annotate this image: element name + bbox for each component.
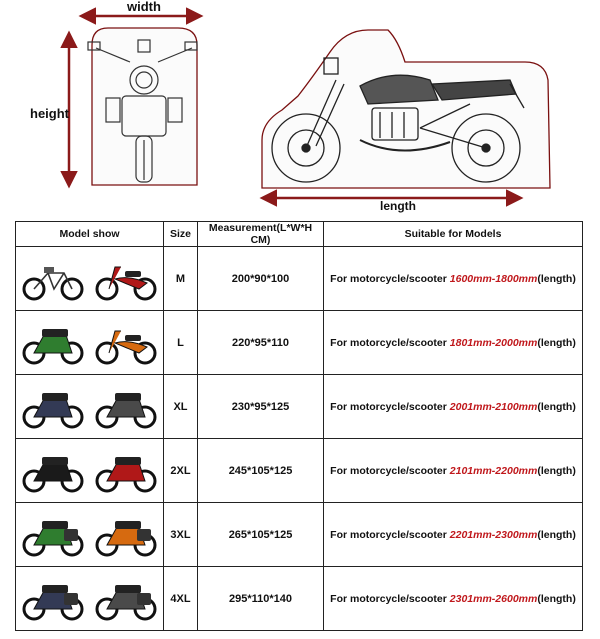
fit-suffix: (length) xyxy=(537,464,576,477)
width-label: width xyxy=(127,0,161,14)
sportbike-icon xyxy=(22,392,84,428)
touring-bike-icon xyxy=(95,584,157,620)
front-motorcycle-icon xyxy=(87,39,198,183)
fit-description: For motorcycle/scooter 2201mm-2300mm(len… xyxy=(330,529,576,541)
vehicle-images xyxy=(16,439,163,502)
scooter-icon xyxy=(95,330,157,364)
scooter-icon xyxy=(95,266,157,300)
fit-prefix: For motorcycle/scooter xyxy=(330,336,450,349)
header-model-show: Model show xyxy=(15,221,164,247)
size-cell: 3XL xyxy=(163,502,198,567)
measurement-cell: 295*110*140 xyxy=(197,566,324,631)
measurement-cell: 230*95*125 xyxy=(197,374,324,439)
dimension-diagram: width height length xyxy=(0,0,600,220)
suitable-models-cell: For motorcycle/scooter 2301mm-2600mm(len… xyxy=(323,566,583,631)
fit-suffix: (length) xyxy=(537,528,576,541)
length-range: 2101mm-2200mm xyxy=(449,464,538,477)
table-row: L 220*95*110 For motorcycle/scooter 1801… xyxy=(15,310,583,375)
height-label: height xyxy=(30,106,69,121)
fit-description: For motorcycle/scooter 2101mm-2200mm(len… xyxy=(330,465,576,477)
length-range: 2301mm-2600mm xyxy=(449,592,538,605)
fit-prefix: For motorcycle/scooter xyxy=(330,592,450,605)
fit-description: For motorcycle/scooter 2301mm-2600mm(len… xyxy=(330,593,576,605)
dirtbike-icon xyxy=(22,456,84,492)
size-cell: L xyxy=(163,310,198,375)
fit-prefix: For motorcycle/scooter xyxy=(330,464,450,477)
table-header-row: Model show Size Measurement(L*W*H CM) Su… xyxy=(15,221,583,247)
fit-prefix: For motorcycle/scooter xyxy=(330,272,450,285)
sportbike-icon xyxy=(95,392,157,428)
fit-suffix: (length) xyxy=(537,400,576,413)
vehicle-images xyxy=(16,503,163,566)
touring-bike-icon xyxy=(95,520,157,556)
fit-prefix: For motorcycle/scooter xyxy=(330,400,450,413)
length-range: 2201mm-2300mm xyxy=(449,528,538,541)
motorcycle-icon xyxy=(95,456,157,492)
touring-bike-icon xyxy=(22,520,84,556)
front-cover-outline xyxy=(91,27,198,186)
table-body: M 200*90*100 For motorcycle/scooter 1600… xyxy=(15,246,583,631)
suitable-models-cell: For motorcycle/scooter 1600mm-1800mm(len… xyxy=(323,246,583,311)
size-table: Model show Size Measurement(L*W*H CM) Su… xyxy=(15,221,583,631)
header-suitable-models: Suitable for Models xyxy=(323,221,583,247)
length-label: length xyxy=(380,199,416,213)
bicycle-icon xyxy=(22,266,84,300)
size-cell: XL xyxy=(163,374,198,439)
model-show-cell xyxy=(15,502,164,567)
vehicle-images xyxy=(16,311,163,374)
fit-description: For motorcycle/scooter 1801mm-2000mm(len… xyxy=(330,337,576,349)
table-row: 3XL 265*105*125 For motorcycle/scooter 2… xyxy=(15,502,583,567)
table-row: XL 230*95*125 For motorcycle/scooter 200… xyxy=(15,374,583,439)
side-motorcycle-icon xyxy=(271,57,525,183)
table-row: 4XL 295*110*140 For motorcycle/scooter 2… xyxy=(15,566,583,631)
cruiser-icon xyxy=(22,584,84,620)
measurement-cell: 220*95*110 xyxy=(197,310,324,375)
model-show-cell xyxy=(15,246,164,311)
header-size: Size xyxy=(163,221,198,247)
dimension-diagram-svg xyxy=(60,7,551,207)
fit-suffix: (length) xyxy=(537,336,576,349)
length-range: 2001mm-2100mm xyxy=(449,400,538,413)
vehicle-images xyxy=(16,375,163,438)
vehicle-images xyxy=(16,567,163,630)
fit-prefix: For motorcycle/scooter xyxy=(330,528,450,541)
model-show-cell xyxy=(15,310,164,375)
measurement-cell: 245*105*125 xyxy=(197,438,324,503)
fit-description: For motorcycle/scooter 1600mm-1800mm(len… xyxy=(330,273,576,285)
fit-suffix: (length) xyxy=(537,592,576,605)
fit-description: For motorcycle/scooter 2001mm-2100mm(len… xyxy=(330,401,576,413)
size-cell: 4XL xyxy=(163,566,198,631)
length-range: 1600mm-1800mm xyxy=(449,272,538,285)
size-cell: 2XL xyxy=(163,438,198,503)
model-show-cell xyxy=(15,374,164,439)
measurement-cell: 265*105*125 xyxy=(197,502,324,567)
table-row: 2XL 245*105*125 For motorcycle/scooter 2… xyxy=(15,438,583,503)
suitable-models-cell: For motorcycle/scooter 1801mm-2000mm(len… xyxy=(323,310,583,375)
table-row: M 200*90*100 For motorcycle/scooter 1600… xyxy=(15,246,583,311)
header-measurement: Measurement(L*W*H CM) xyxy=(197,221,324,247)
suitable-models-cell: For motorcycle/scooter 2201mm-2300mm(len… xyxy=(323,502,583,567)
model-show-cell xyxy=(15,566,164,631)
motorcycle-icon xyxy=(22,328,84,364)
suitable-models-cell: For motorcycle/scooter 2001mm-2100mm(len… xyxy=(323,374,583,439)
vehicle-images xyxy=(16,247,163,310)
length-range: 1801mm-2000mm xyxy=(449,336,538,349)
fit-suffix: (length) xyxy=(537,272,576,285)
suitable-models-cell: For motorcycle/scooter 2101mm-2200mm(len… xyxy=(323,438,583,503)
side-cover-outline xyxy=(261,29,551,189)
size-cell: M xyxy=(163,246,198,311)
model-show-cell xyxy=(15,438,164,503)
measurement-cell: 200*90*100 xyxy=(197,246,324,311)
